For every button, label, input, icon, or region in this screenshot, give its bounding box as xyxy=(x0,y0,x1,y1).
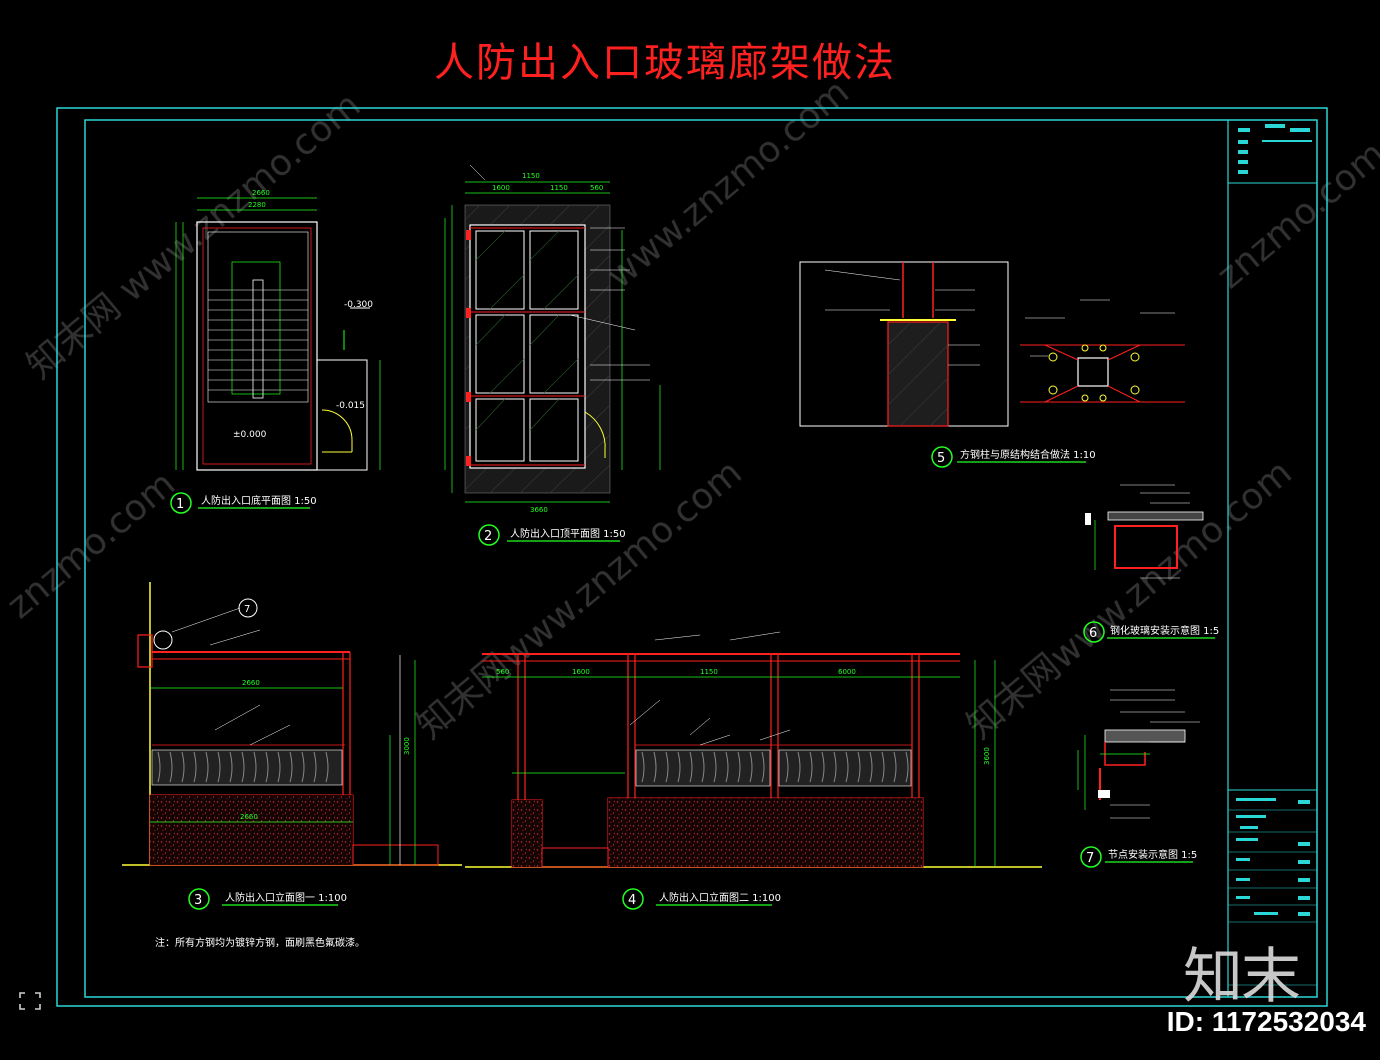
elevation-4: 560 1600 1150 6000 3600 xyxy=(465,631,1042,868)
drawing-title: 人防出入口立面图一 1:100 xyxy=(225,891,347,904)
drawing-number: 7 xyxy=(1086,851,1094,866)
fullscreen-icon[interactable] xyxy=(19,992,41,1010)
watermark: znzmo.com xyxy=(0,463,183,626)
watermark-layer: 知末网 www.znzmo.com znzmo.com 知末网www.znzmo… xyxy=(0,71,1380,746)
drawing-label-6: 6 钢化玻璃安装示意图 1:5 xyxy=(1083,621,1219,643)
dim-label: 1150 xyxy=(700,668,718,676)
dim-label: 2660 xyxy=(240,813,258,821)
drawing-title: 人防出入口顶平面图 1:50 xyxy=(510,527,626,540)
watermark: 知末网www.znzmo.com xyxy=(409,452,749,747)
drawing-label-1: 1 人防出入口底平面图 1:50 xyxy=(170,492,317,514)
drawing-number: 2 xyxy=(484,529,492,544)
dim-label: 2660 xyxy=(252,189,270,197)
dim-label: 560 xyxy=(496,668,509,676)
dim-label: 3000 xyxy=(403,737,411,755)
detail-6-glass xyxy=(1085,484,1204,579)
elevation-3: 2660 2660 3000 7 xyxy=(122,582,462,866)
outer-frame xyxy=(56,107,1328,1007)
drawing-number: 3 xyxy=(194,893,202,908)
dim-label: 1150 xyxy=(550,184,568,192)
watermark: znzmo.com xyxy=(1209,133,1380,296)
level-label: -0.015 xyxy=(336,401,365,411)
callout-number: 7 xyxy=(244,604,250,615)
plan-1-ground: 2660 2280 -0.300 -0.015 ±0.000 xyxy=(175,189,381,471)
level-label: ±0.000 xyxy=(233,430,267,440)
drawing-label-4: 4 人防出入口立面图二 1:100 xyxy=(622,888,781,910)
dim-label: 2660 xyxy=(242,679,260,687)
detail-5-column-joint xyxy=(799,261,1185,427)
dim-label: 1150 xyxy=(522,172,540,180)
drawing-title: 方钢柱与原结构结合做法 1:10 xyxy=(960,448,1096,461)
drawing-label-7: 7 节点安装示意图 1:5 xyxy=(1080,846,1197,868)
drawing-title: 人防出入口立面图二 1:100 xyxy=(659,891,781,904)
dim-label: 6000 xyxy=(838,668,856,676)
drawing-title: 人防出入口底平面图 1:50 xyxy=(201,494,317,507)
drawing-label-3: 3 人防出入口立面图一 1:100 xyxy=(188,888,347,910)
detail-7-node xyxy=(1077,689,1200,819)
level-label: -0.300 xyxy=(344,300,373,310)
brand-logo: 知末 xyxy=(1183,942,1301,1012)
dim-label: 1600 xyxy=(572,668,590,676)
watermark: 知末网 www.znzmo.com xyxy=(19,85,368,387)
dim-label: 2280 xyxy=(248,201,266,209)
inner-frame xyxy=(84,119,1318,998)
drawing-number: 5 xyxy=(937,451,945,466)
drawing-number: 6 xyxy=(1089,626,1097,641)
drawing-title: 节点安装示意图 1:5 xyxy=(1108,848,1197,861)
drawing-labels: 1 人防出入口底平面图 1:50 2 人防出入口顶平面图 1:50 3 人防出入… xyxy=(170,446,1219,910)
drawing-number: 1 xyxy=(176,497,184,512)
watermark: www.znzmo.com xyxy=(599,71,857,296)
asset-id-label: ID: 1172532034 xyxy=(1166,1006,1366,1037)
title-block xyxy=(1227,120,1317,997)
drawing-number: 4 xyxy=(628,893,636,908)
dim-label: 3660 xyxy=(530,506,548,514)
dim-label: 560 xyxy=(590,184,603,192)
page-title: 人防出入口玻璃廊架做法 xyxy=(434,40,896,86)
general-note: 注：所有方钢均为镀锌方钢，面刷黑色氟碳漆。 xyxy=(155,936,365,949)
drawing-label-2: 2 人防出入口顶平面图 1:50 xyxy=(478,524,626,546)
drawing-label-5: 5 方钢柱与原结构结合做法 1:10 xyxy=(931,446,1096,468)
watermark: 知末网www.znzmo.com xyxy=(959,452,1299,747)
plan-2-roof: 1150 1600 1150 560 3660 xyxy=(444,164,661,514)
drawing-title: 钢化玻璃安装示意图 1:5 xyxy=(1110,624,1219,637)
dim-label: 3600 xyxy=(983,747,991,765)
dim-label: 1600 xyxy=(492,184,510,192)
